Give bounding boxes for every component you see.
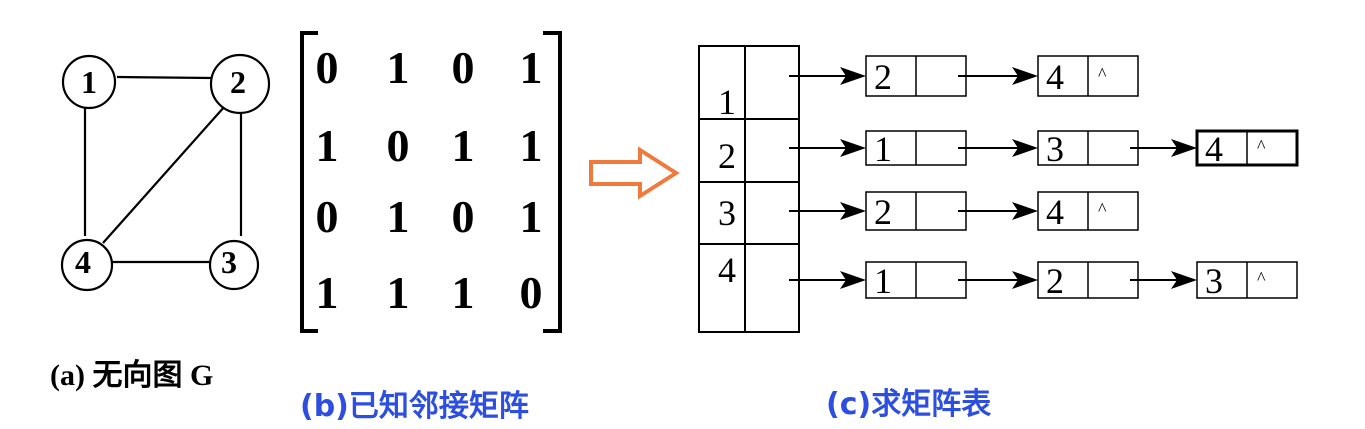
- null-pointer-mark: ^: [1098, 199, 1107, 219]
- matrix-cell: 1: [387, 191, 410, 242]
- list-node: 3^: [1196, 261, 1298, 301]
- matrix-cell: 0: [387, 120, 410, 171]
- matrix-cell: 0: [452, 191, 475, 242]
- pointer-arrow: [1130, 139, 1197, 157]
- list-node-value: 2: [1046, 261, 1064, 301]
- matrix-cell: 1: [316, 267, 339, 318]
- list-node-value: 2: [874, 192, 892, 232]
- list-node-value: 4: [1205, 129, 1223, 169]
- matrix-cell: 1: [520, 120, 543, 171]
- vertex-label: 1: [718, 82, 736, 122]
- null-pointer-mark: ^: [1257, 268, 1266, 288]
- graph-nodes: 1 2 4 3: [60, 53, 271, 292]
- pointer-arrow: [958, 271, 1038, 289]
- list-node-value: 3: [1205, 261, 1223, 301]
- list-node-value: 1: [874, 129, 892, 169]
- vertex-label: 4: [718, 250, 736, 290]
- graph-panel: 1 2 4 3 (a) 无向图 G: [50, 53, 271, 392]
- matrix-cell: 0: [316, 42, 339, 93]
- vertex-label: 2: [718, 136, 736, 176]
- matrix-cell: 1: [452, 267, 475, 318]
- null-pointer-mark: ^: [1257, 136, 1266, 156]
- graph-node-label: 2: [230, 64, 246, 100]
- pointer-arrow: [789, 271, 866, 289]
- matrix-cell: 1: [520, 191, 543, 242]
- matrix-right-bracket: [543, 31, 562, 333]
- list-node-value: 2: [874, 57, 892, 97]
- list-node: 4^: [1037, 191, 1139, 232]
- graph-node-1: 1: [61, 54, 117, 110]
- pointer-arrow: [958, 67, 1038, 85]
- matrix-caption: (b)已知邻接矩阵: [300, 389, 529, 424]
- adjacency-list-caption: (c)求矩阵表: [826, 387, 991, 422]
- list-node-value: 4: [1046, 57, 1064, 97]
- pointer-arrow: [1130, 271, 1197, 289]
- matrix-cell: 1: [520, 42, 543, 93]
- list-node: 2: [865, 55, 967, 97]
- matrix-cell: 1: [387, 267, 410, 318]
- graph-edge-1-2: [116, 75, 213, 80]
- graph-node-3: 3: [208, 239, 260, 291]
- matrix-cell: 1: [452, 120, 475, 171]
- graph-node-label: 4: [75, 244, 91, 280]
- vertex-table: [698, 45, 800, 333]
- pointer-arrow: [958, 202, 1038, 220]
- list-node: 3: [1037, 129, 1139, 169]
- graph-edge-2-4: [102, 105, 226, 244]
- vertex-label: 3: [718, 193, 736, 233]
- list-node: 2: [1037, 261, 1139, 301]
- matrix-cell: 0: [520, 267, 543, 318]
- null-pointer-mark: ^: [1098, 64, 1107, 84]
- graph-caption: (a) 无向图 G: [50, 359, 213, 392]
- pointer-arrow: [789, 67, 866, 85]
- matrix-cell: 0: [452, 42, 475, 93]
- list-node: 2: [865, 191, 967, 232]
- graph-node-label: 3: [221, 244, 237, 280]
- hollow-arrow-icon: [589, 146, 680, 200]
- pointer-arrow: [789, 139, 866, 157]
- list-node-value: 3: [1046, 129, 1064, 169]
- matrix-left-bracket: [300, 31, 318, 333]
- matrix-cell: 1: [316, 120, 339, 171]
- list-node: 1: [865, 261, 967, 301]
- graph-edges: [83, 75, 243, 264]
- list-node: 4^: [1195, 129, 1299, 169]
- list-node: 4^: [1037, 55, 1139, 97]
- graph-node-4: 4: [60, 238, 114, 292]
- list-node-value: 4: [1046, 192, 1064, 232]
- list-node-value: 1: [874, 261, 892, 301]
- graph-node-label: 1: [81, 64, 97, 100]
- graph-node-2: 2: [209, 53, 271, 115]
- matrix-cell: 0: [316, 191, 339, 242]
- matrix-cell: 1: [387, 42, 410, 93]
- vertex-labels: 1 2 3 4: [718, 82, 736, 290]
- list-node: 1: [865, 129, 967, 169]
- pointer-arrow: [789, 202, 866, 220]
- pointer-arrow: [958, 139, 1038, 157]
